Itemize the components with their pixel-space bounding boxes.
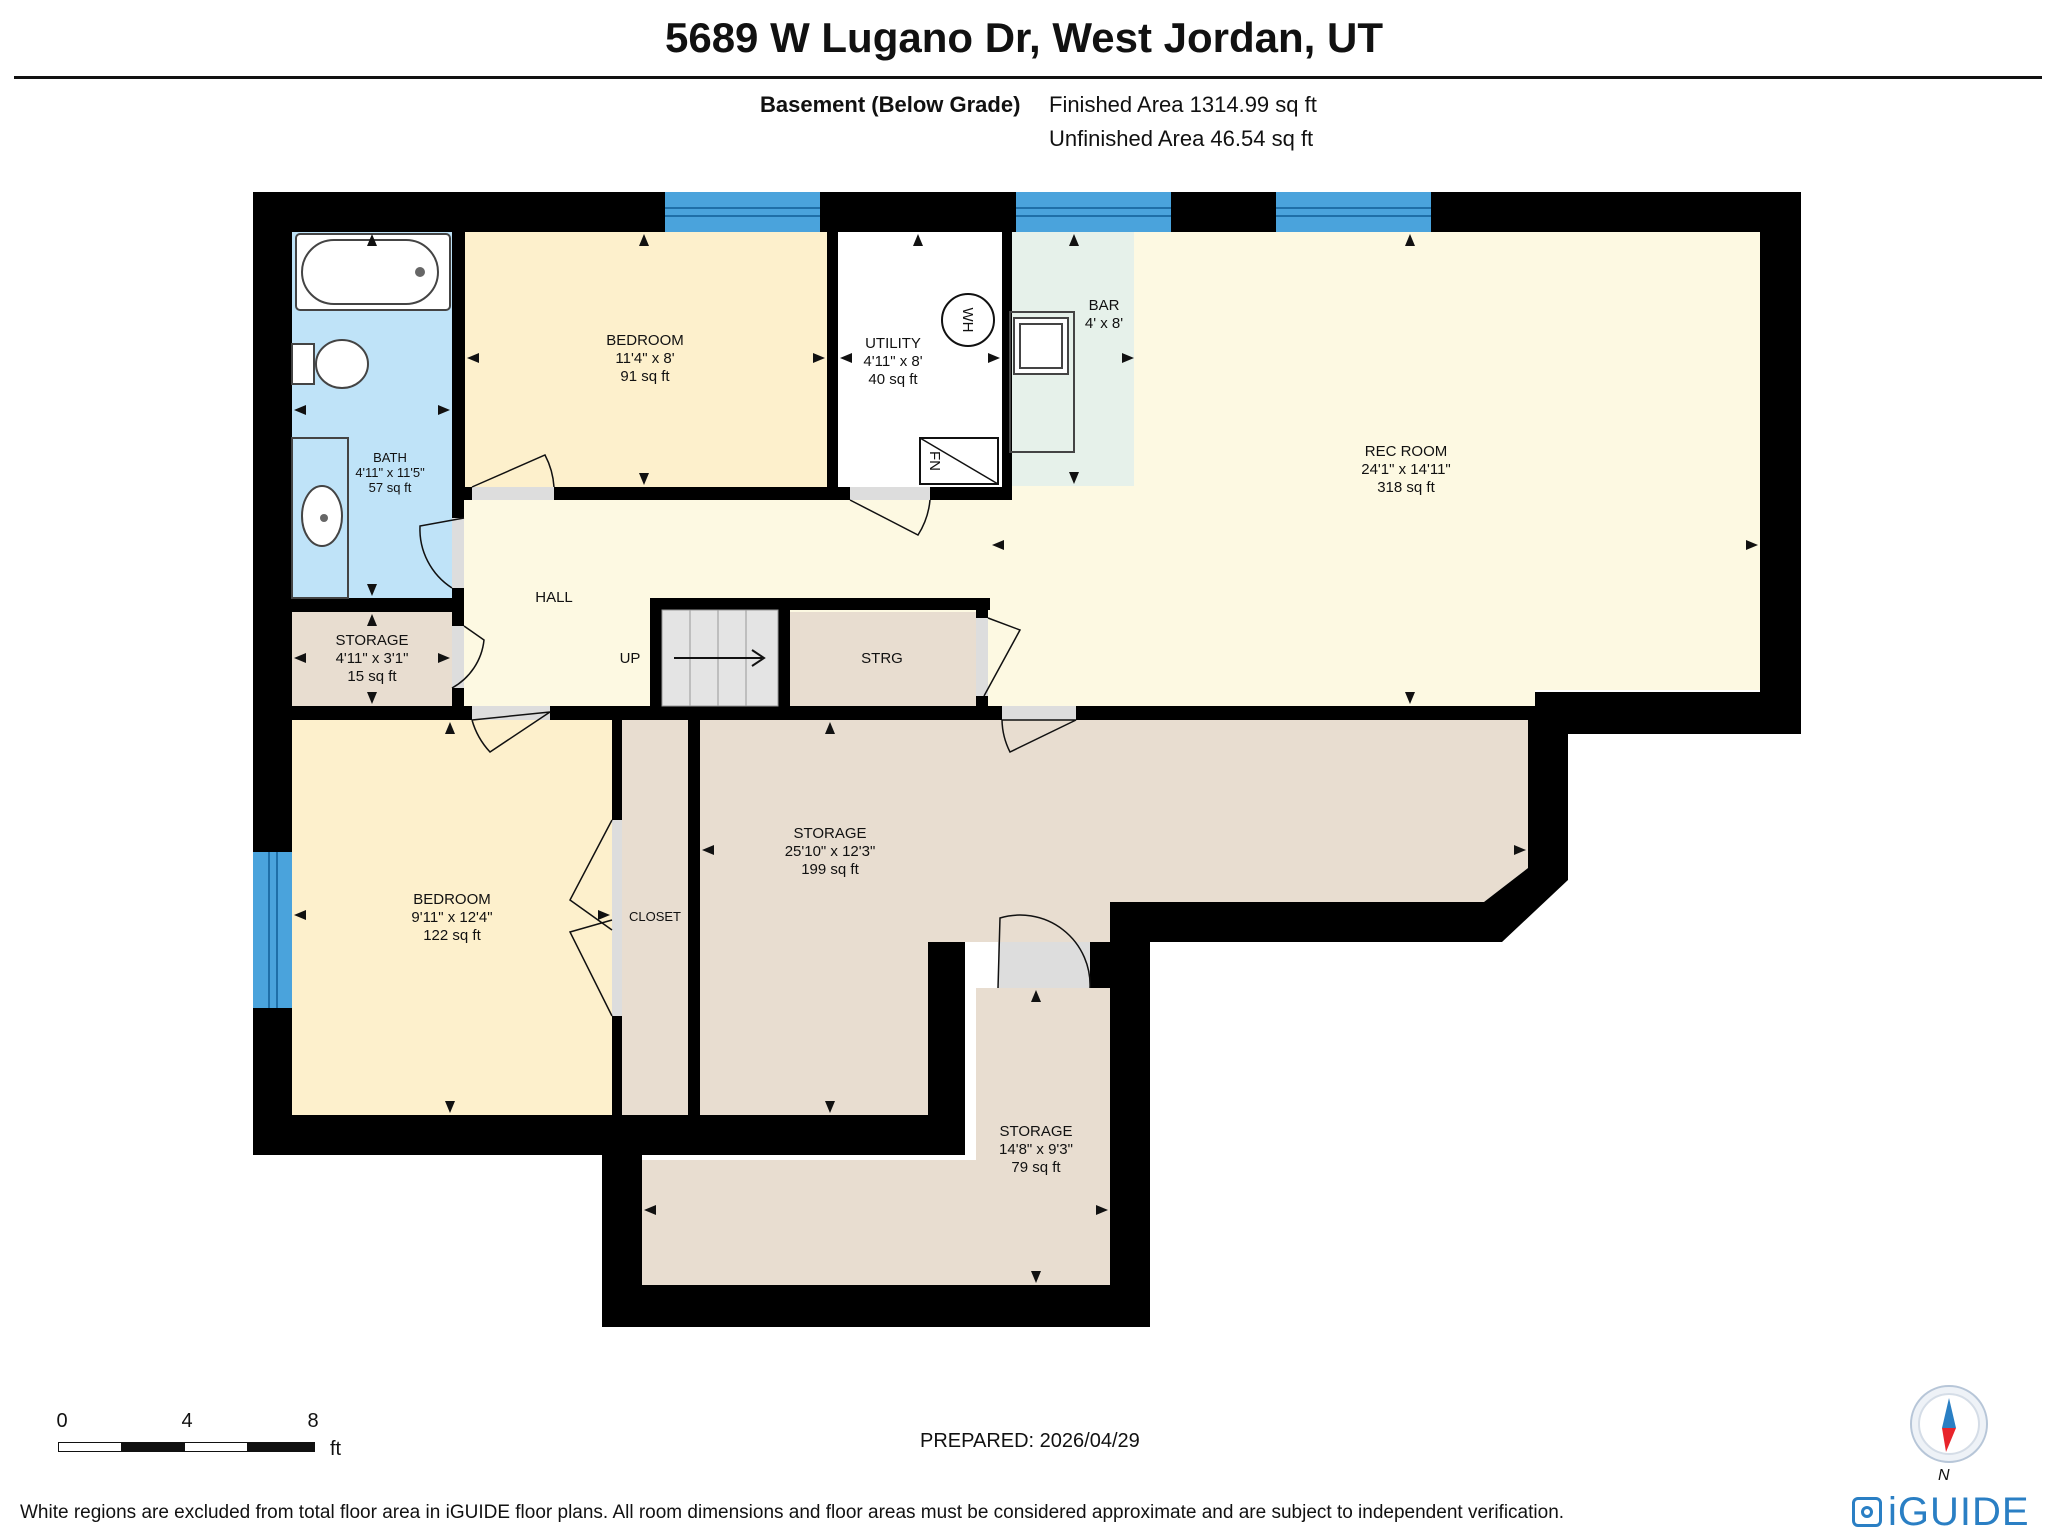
closet-room [622, 720, 688, 1115]
bedroom-lower-room [292, 720, 612, 1115]
closet-name: CLOSET [629, 909, 681, 924]
bath-room [292, 302, 452, 598]
scale-segment [184, 1442, 248, 1452]
utility-dims: 4'11" x 8' [863, 353, 922, 370]
bar-dims: 4' x 8' [1085, 315, 1123, 332]
compass-icon: N [1910, 1385, 1988, 1484]
storage-lower-room [642, 988, 1110, 1285]
storage-small-name: STORAGE [335, 632, 408, 649]
scale-tick-0: 0 [56, 1410, 68, 1432]
toilet-icon [315, 339, 369, 389]
iguide-logo: iGUIDE [1852, 1489, 2030, 1534]
bedroom-upper-area: 91 sq ft [620, 368, 670, 385]
stairs-up-label: UP [620, 650, 641, 667]
stairs [661, 609, 779, 707]
prepared-date: PREPARED: 2026/04/29 [920, 1430, 1140, 1452]
bedroom-lower-dims: 9'11" x 12'4" [411, 909, 492, 926]
scale-bar: 0 4 8 ft [50, 1410, 370, 1470]
unfinished-area: Unfinished Area 46.54 sq ft [1049, 126, 1314, 151]
door-openings [452, 487, 1090, 1016]
iguide-logo-text: iGUIDE [1888, 1489, 2030, 1534]
title-divider [14, 76, 2042, 79]
vanity-icon [291, 437, 349, 599]
bedroom-upper-dims: 11'4" x 8' [615, 350, 674, 367]
page-title: 5689 W Lugano Dr, West Jordan, UT [664, 14, 1384, 61]
storage-large-name: STORAGE [793, 825, 866, 842]
storage-small-room [292, 612, 452, 706]
bath-dims: 4'11" x 11'5" [355, 465, 425, 480]
strg-name: STRG [861, 650, 903, 667]
iguide-logo-icon [1852, 1497, 1882, 1527]
storage-large-dims: 25'10" x 12'3" [785, 843, 876, 860]
scale-segment [58, 1442, 122, 1452]
windows [253, 192, 1431, 1008]
scale-segment [247, 1442, 315, 1452]
rec-room-area: 318 sq ft [1377, 479, 1435, 496]
bar-name: BAR [1089, 297, 1120, 314]
storage-lower-dims: 14'8" x 9'3" [999, 1141, 1073, 1158]
window-lines [268, 207, 1431, 1008]
scale-tick-4: 4 [181, 1410, 193, 1432]
bath-name: BATH [373, 450, 407, 465]
finished-area: Finished Area 1314.99 sq ft [1049, 92, 1317, 117]
rec-room-dims: 24'1" x 14'11" [1361, 461, 1451, 478]
bath-fixtures [291, 233, 451, 599]
bedroom-upper-room [465, 232, 827, 487]
bath-area: 57 sq ft [369, 480, 412, 495]
scale-segment [121, 1442, 185, 1452]
water-heater-label: WH [959, 308, 976, 333]
dimension-markers [294, 234, 1758, 1283]
storage-large-room [700, 720, 1528, 1115]
hall-name: HALL [535, 589, 573, 606]
storage-small-area: 15 sq ft [347, 668, 397, 685]
furnace-label: FN [926, 451, 943, 471]
level-label: Basement (Below Grade) [760, 92, 1021, 117]
scale-tick-8: 8 [307, 1410, 319, 1432]
storage-large-area: 199 sq ft [801, 861, 859, 878]
rec-room-name: REC ROOM [1365, 443, 1448, 460]
utility-name: UTILITY [865, 335, 921, 352]
storage-small-dims: 4'11" x 3'1" [336, 650, 409, 667]
bedroom-lower-area: 122 sq ft [423, 927, 481, 944]
strg-room [790, 612, 976, 706]
disclaimer-text: White regions are excluded from total fl… [20, 1502, 1565, 1523]
utility-area: 40 sq ft [868, 371, 918, 388]
bedroom-upper-name: BEDROOM [606, 332, 684, 349]
bar-sink-icon [1009, 311, 1075, 453]
water-heater-icon [941, 293, 995, 347]
bedroom-lower-name: BEDROOM [413, 891, 491, 908]
scale-unit: ft [330, 1438, 342, 1460]
storage-lower-area: 79 sq ft [1011, 1159, 1061, 1176]
compass-north-label: N [1938, 1467, 1950, 1484]
storage-lower-name: STORAGE [999, 1123, 1072, 1140]
